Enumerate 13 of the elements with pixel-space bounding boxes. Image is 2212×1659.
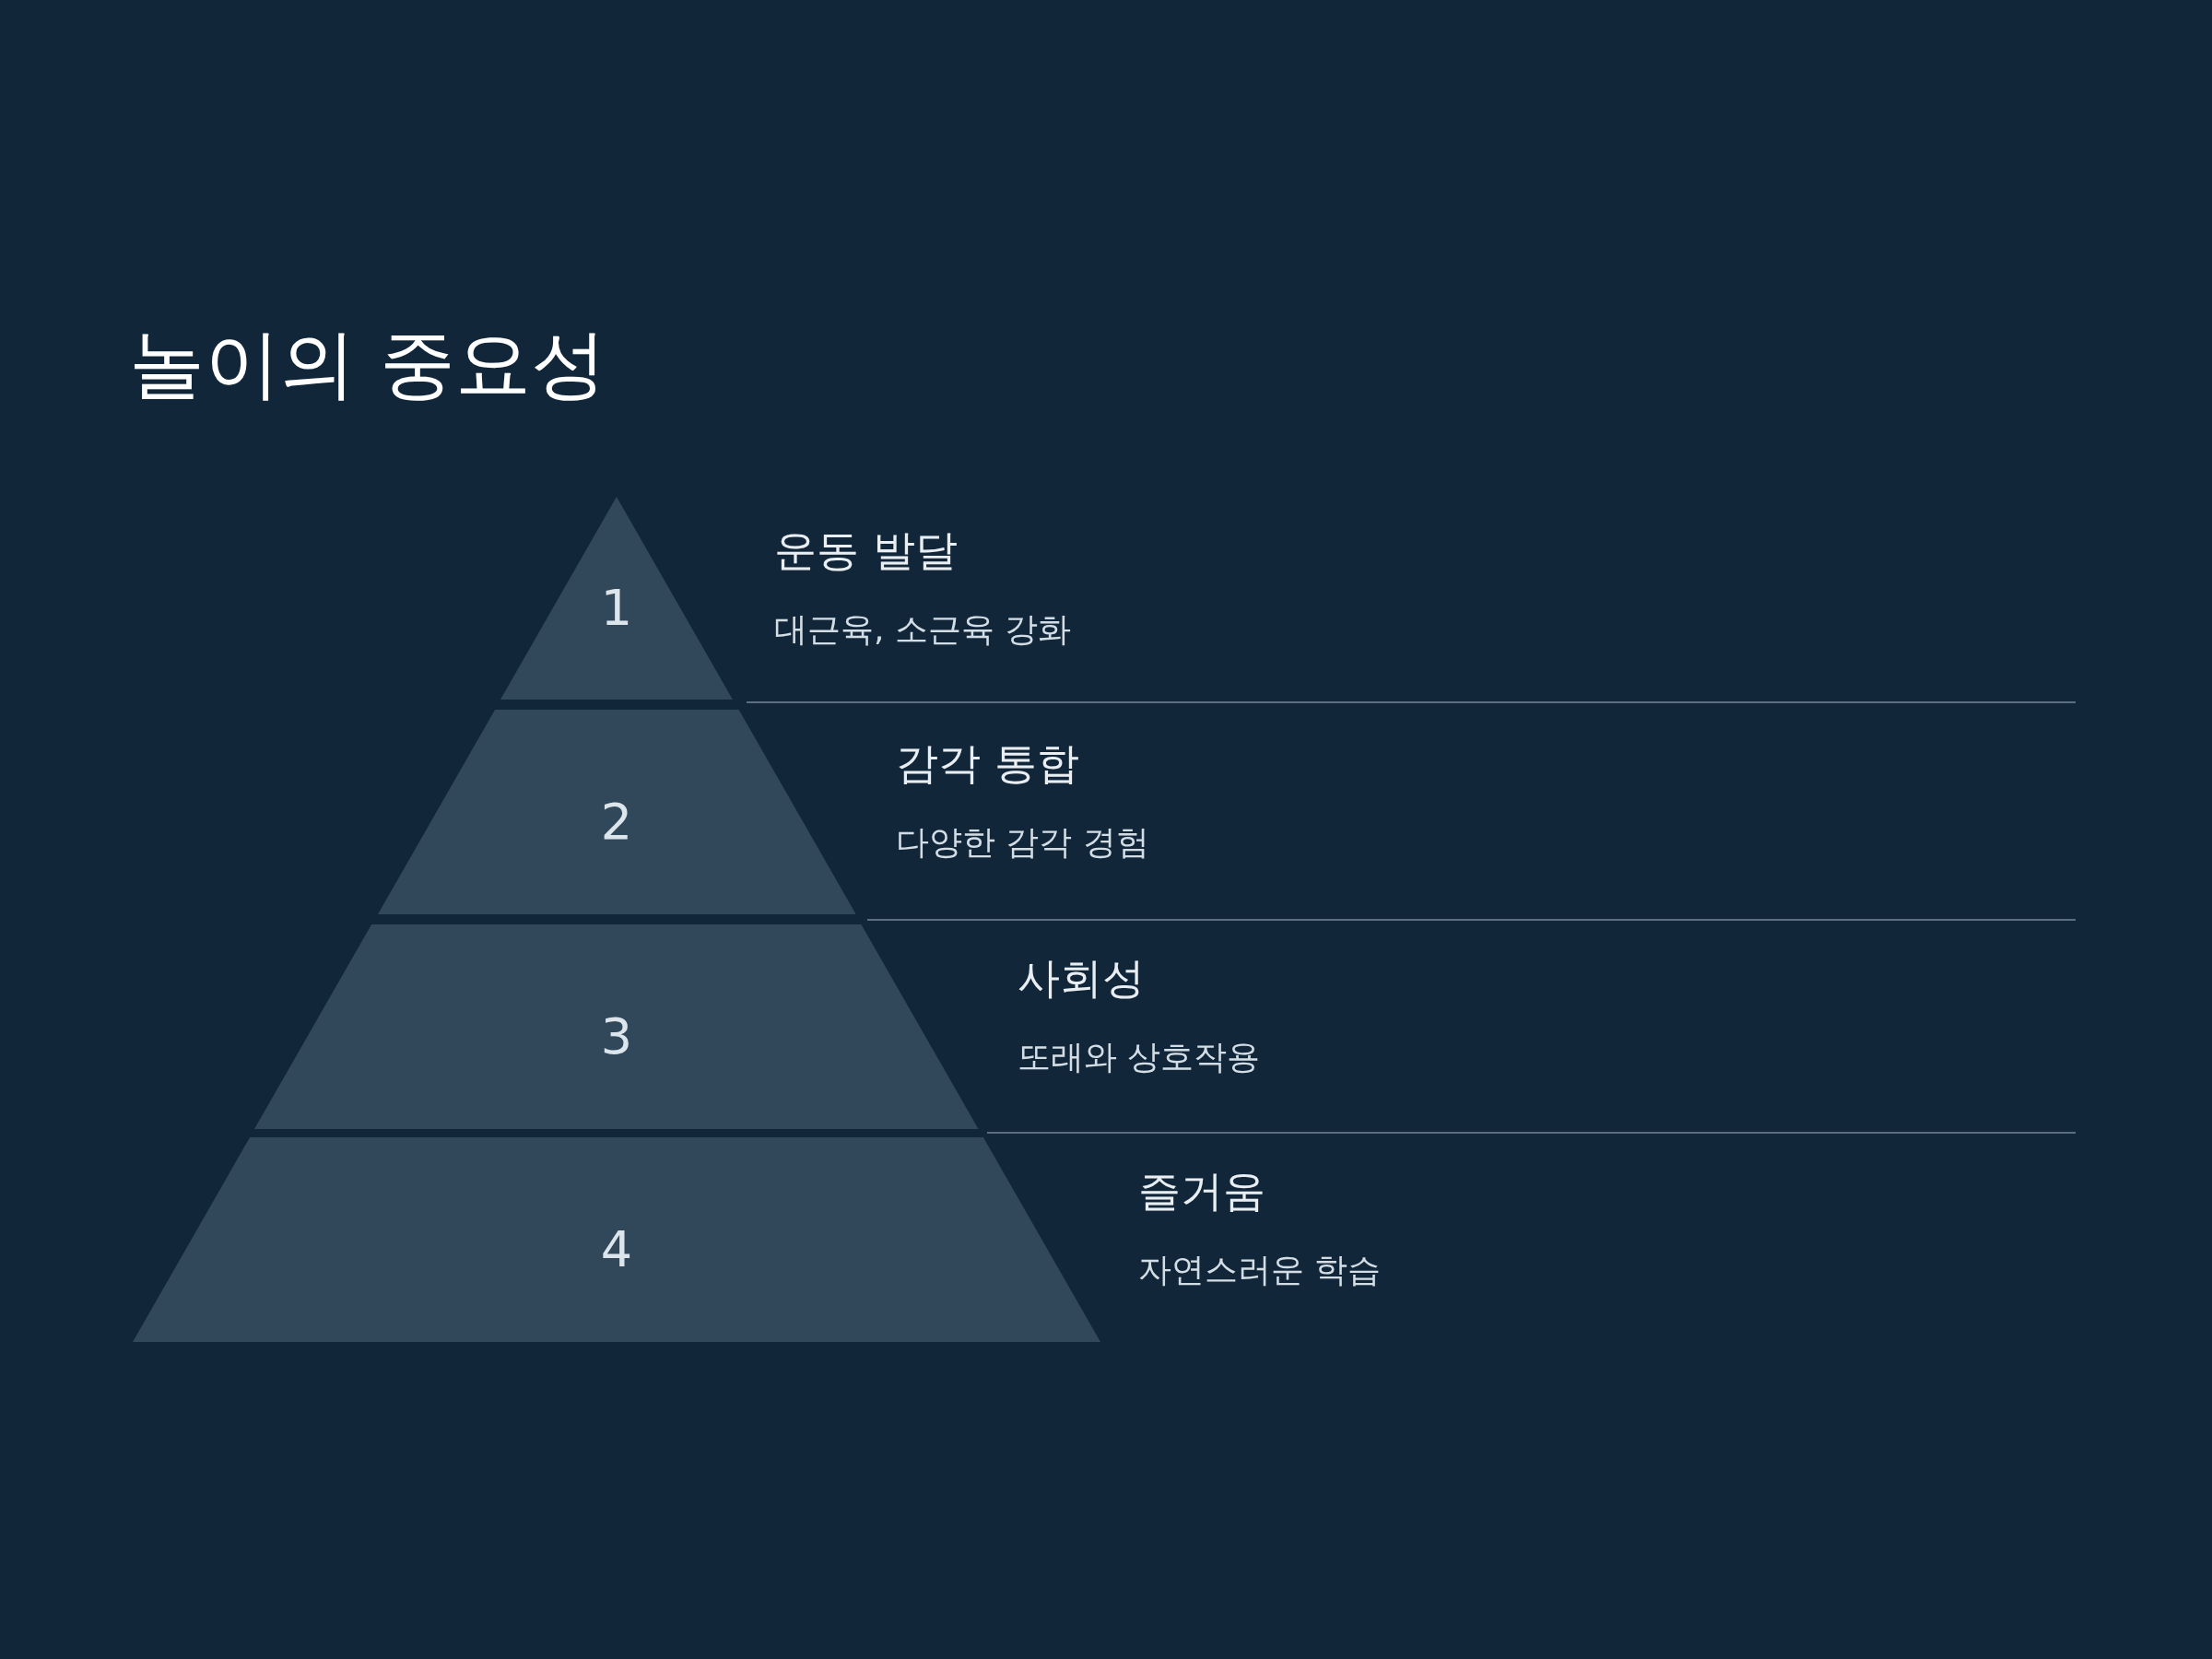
tier-number: 1: [600, 583, 633, 633]
tier-description: 다양한 감각 경험: [896, 824, 1149, 861]
tier-number: 3: [600, 1012, 633, 1063]
tier-heading: 즐거움: [1138, 1168, 1265, 1215]
tier-heading: 사회성: [1018, 955, 1145, 1002]
tier-number: 2: [600, 797, 633, 848]
title: 놀이의 중요성: [129, 323, 607, 406]
tier-heading: 운동 발달: [774, 527, 958, 574]
tier-description: 대근육, 소근육 강화: [774, 611, 1072, 648]
tier-heading: 감각 통합: [896, 740, 1079, 787]
tier-description: 또래와 상호작용: [1018, 1039, 1261, 1076]
tier-number: 4: [600, 1225, 633, 1276]
tier-description: 자연스러운 학습: [1138, 1252, 1382, 1288]
